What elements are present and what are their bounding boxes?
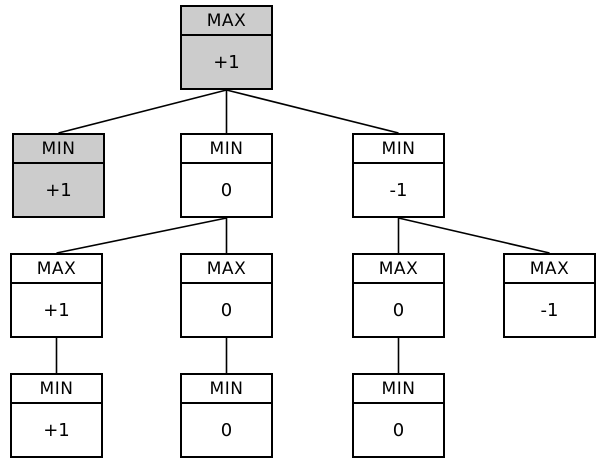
tree-node-max-b3: MAX 0: [352, 253, 445, 338]
tree-edge-a3-b4: [398, 217, 550, 254]
node-value: 0: [220, 179, 233, 201]
node-value: -1: [389, 179, 408, 201]
node-type-label: MAX: [12, 255, 101, 284]
node-type-label: MIN: [182, 375, 271, 404]
tree-node-max-b4: MAX -1: [503, 253, 596, 338]
tree-node-min-c2: MIN 0: [180, 373, 273, 458]
node-type-label: MIN: [354, 375, 443, 404]
node-value: 0: [392, 299, 405, 321]
node-type-label: MIN: [14, 135, 103, 164]
node-value: 0: [392, 419, 405, 441]
tree-edge-root-a1: [58, 89, 227, 134]
node-type-label: MIN: [354, 135, 443, 164]
tree-node-max-b1: MAX +1: [10, 253, 103, 338]
tree-node-min-a2: MIN 0: [180, 133, 273, 218]
tree-node-min-c1: MIN +1: [10, 373, 103, 458]
node-type-label: MAX: [182, 7, 271, 36]
node-value: 0: [220, 299, 233, 321]
node-value: -1: [540, 299, 559, 321]
node-value: +1: [43, 419, 70, 441]
tree-edge-root-a3: [226, 89, 399, 134]
node-type-label: MAX: [354, 255, 443, 284]
node-value: +1: [45, 179, 72, 201]
tree-node-min-c3: MIN 0: [352, 373, 445, 458]
tree-edge-a2-b1: [56, 217, 227, 254]
tree-node-max-root: MAX +1: [180, 5, 273, 90]
node-type-label: MIN: [182, 135, 271, 164]
node-type-label: MAX: [182, 255, 271, 284]
tree-node-min-a3: MIN -1: [352, 133, 445, 218]
node-value: +1: [43, 299, 70, 321]
tree-node-min-a1: MIN +1: [12, 133, 105, 218]
node-type-label: MAX: [505, 255, 594, 284]
node-value: +1: [213, 51, 240, 73]
tree-node-max-b2: MAX 0: [180, 253, 273, 338]
node-value: 0: [220, 419, 233, 441]
node-type-label: MIN: [12, 375, 101, 404]
